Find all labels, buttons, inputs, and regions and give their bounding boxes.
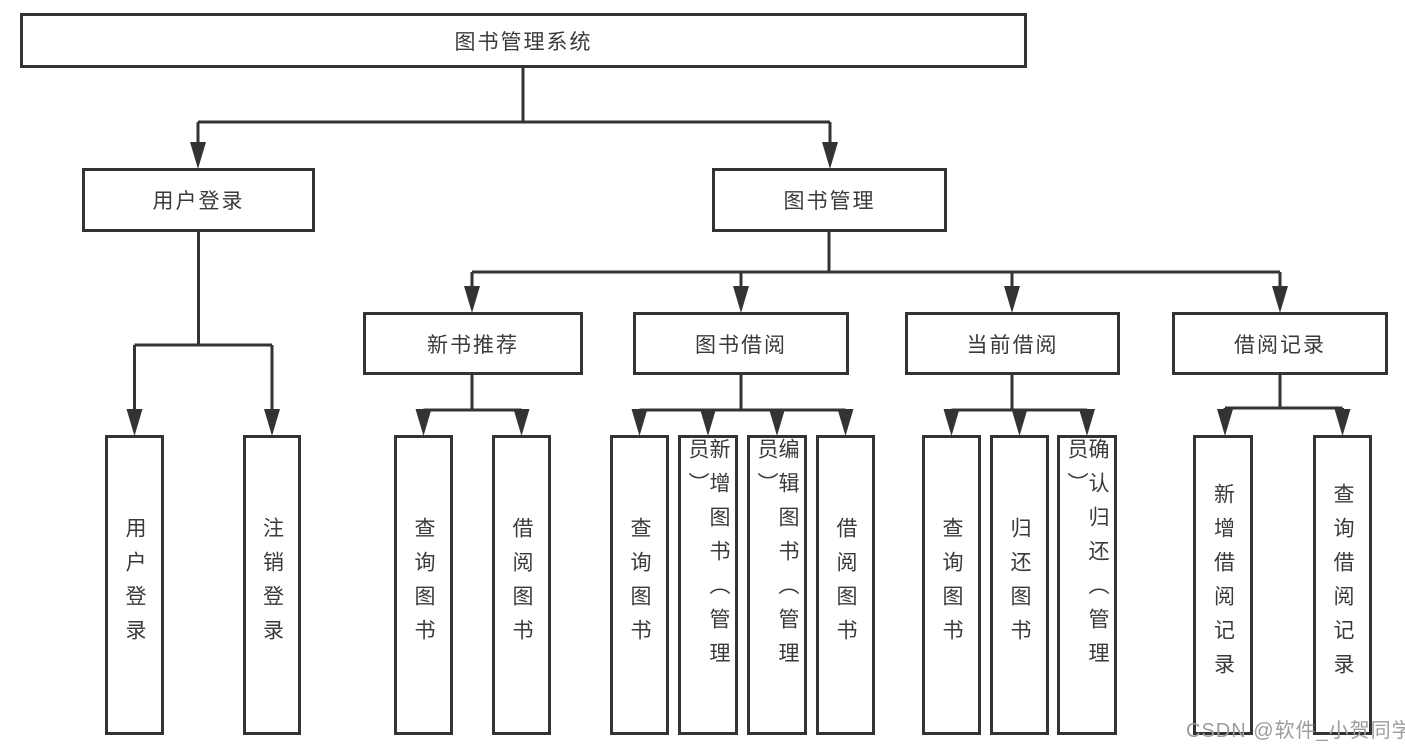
leaf-user-login-label: 用户登录 bbox=[123, 517, 146, 653]
leaf-records-query-record: 查询借阅记录 bbox=[1313, 435, 1372, 735]
leaf-borrowing-query-books-label: 查询图书 bbox=[628, 517, 651, 653]
leaf-recommend-query-books-label: 查询图书 bbox=[412, 517, 435, 653]
leaf-borrowing-edit-books-admin-label: 编辑图书（管理员） bbox=[755, 438, 799, 676]
leaf-borrowing-add-books-admin: 新增图书（管理员） bbox=[678, 435, 738, 735]
node-new-book-recommend-label: 新书推荐 bbox=[427, 333, 519, 357]
leaf-current-confirm-return-admin: 确认归还（管理员） bbox=[1057, 435, 1117, 735]
node-user-login-label: 用户登录 bbox=[152, 190, 245, 213]
node-borrowing-records: 借阅记录 bbox=[1172, 312, 1388, 375]
leaf-user-login: 用户登录 bbox=[105, 435, 164, 735]
node-book-management-label: 图书管理 bbox=[783, 190, 876, 213]
leaf-records-add-record: 新增借阅记录 bbox=[1193, 435, 1253, 735]
watermark-text: CSDN @软件_小贺同学 bbox=[1186, 720, 1405, 742]
leaf-borrowing-borrow-books-label: 借阅图书 bbox=[834, 517, 857, 653]
node-book-borrowing-label: 图书借阅 bbox=[695, 333, 787, 357]
leaf-borrowing-borrow-books: 借阅图书 bbox=[816, 435, 875, 735]
node-book-management: 图书管理 bbox=[712, 168, 947, 232]
leaf-current-return-books-label: 归还图书 bbox=[1008, 517, 1031, 653]
node-user-login: 用户登录 bbox=[82, 168, 315, 232]
leaf-records-add-record-label: 新增借阅记录 bbox=[1211, 483, 1235, 687]
node-library-system-label: 图书管理系统 bbox=[454, 30, 593, 54]
leaf-current-confirm-return-admin-label: 确认归还（管理员） bbox=[1065, 438, 1109, 676]
node-book-borrowing: 图书借阅 bbox=[633, 312, 849, 375]
node-current-borrowing: 当前借阅 bbox=[905, 312, 1120, 375]
leaf-current-query-books-label: 查询图书 bbox=[940, 517, 963, 653]
node-borrowing-records-label: 借阅记录 bbox=[1234, 333, 1326, 357]
node-library-system: 图书管理系统 bbox=[20, 13, 1027, 68]
leaf-records-query-record-label: 查询借阅记录 bbox=[1331, 483, 1354, 687]
leaf-current-query-books: 查询图书 bbox=[922, 435, 981, 735]
leaf-logout: 注销登录 bbox=[243, 435, 301, 735]
leaf-borrowing-add-books-admin-label: 新增图书（管理员） bbox=[686, 438, 730, 676]
leaf-borrowing-query-books: 查询图书 bbox=[610, 435, 669, 735]
leaf-borrowing-edit-books-admin: 编辑图书（管理员） bbox=[747, 435, 807, 735]
leaf-logout-label: 注销登录 bbox=[260, 517, 284, 653]
leaf-recommend-borrow-books: 借阅图书 bbox=[492, 435, 551, 735]
leaf-current-return-books: 归还图书 bbox=[990, 435, 1049, 735]
node-new-book-recommend: 新书推荐 bbox=[363, 312, 583, 375]
node-current-borrowing-label: 当前借阅 bbox=[966, 333, 1059, 357]
leaf-recommend-query-books: 查询图书 bbox=[394, 435, 453, 735]
leaf-recommend-borrow-books-label: 借阅图书 bbox=[510, 517, 533, 653]
